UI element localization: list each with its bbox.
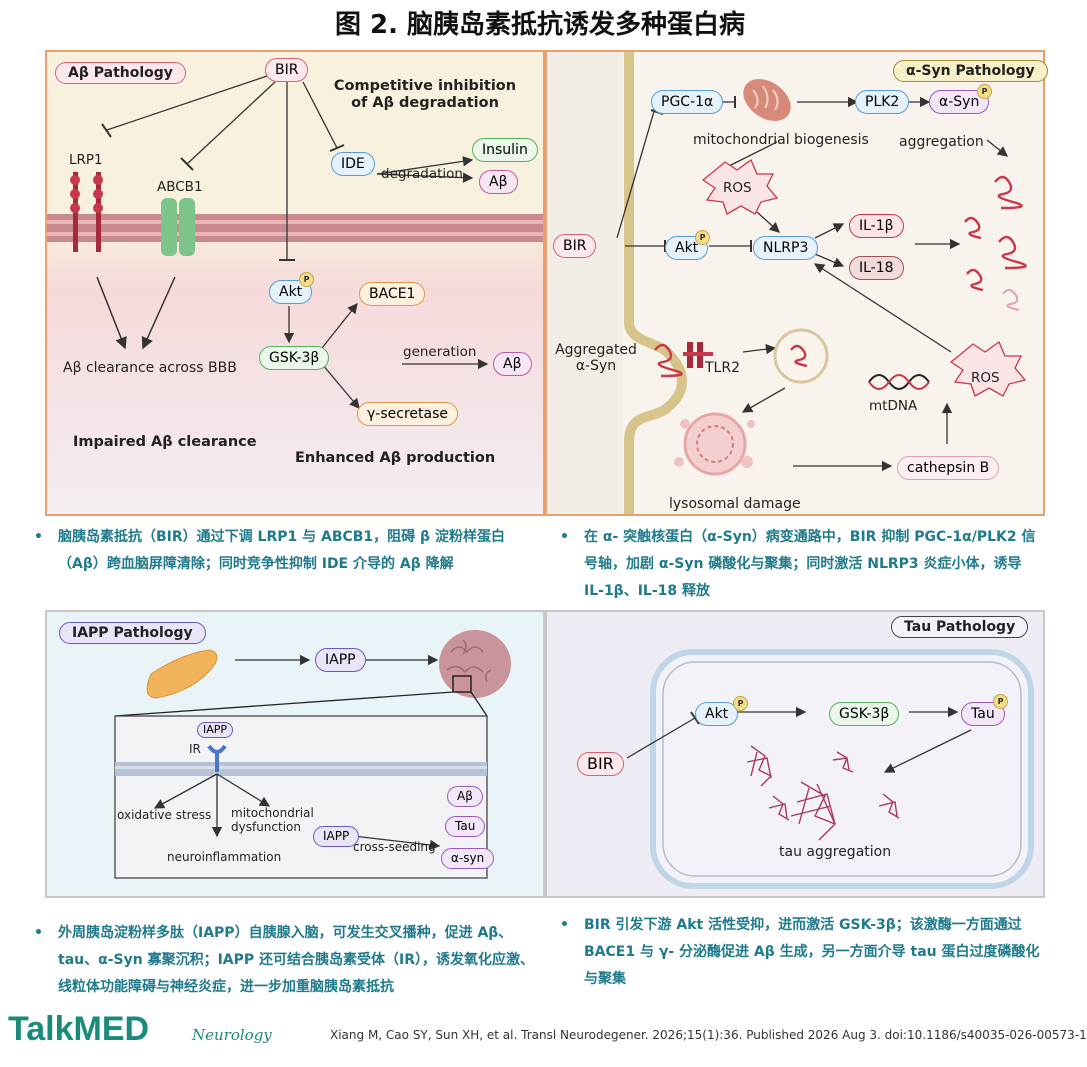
ide-node: IDE <box>331 152 375 176</box>
lysosomal-damage-label: lysosomal damage <box>669 496 801 512</box>
lrp1-label: LRP1 <box>69 152 103 168</box>
abeta-bir-node: BIR <box>265 58 309 82</box>
bullet-abeta: •脑胰岛素抵抗（BIR）通过下调 LRP1 与 ABCB1，阻碍 β 淀粉样蛋白… <box>34 529 505 572</box>
ros-label-1: ROS <box>723 180 752 196</box>
tau-akt-node: Akt <box>695 702 739 726</box>
mtdna-helix-shape <box>868 374 930 390</box>
aggregation-label: aggregation <box>899 134 984 150</box>
asyn-arrows <box>547 52 1027 514</box>
insulin-node: Insulin <box>472 138 538 162</box>
generation-label: generation <box>403 344 477 360</box>
bullet-asyn-text: 在 α- 突触核蛋白（α-Syn）病变通路中，BIR 抑制 PGC-1α/PLK… <box>584 529 1036 599</box>
mitochondrion-shape <box>743 79 791 121</box>
tau-aggregation-label: tau aggregation <box>779 844 892 860</box>
cell-membrane <box>47 214 543 242</box>
iapp-abeta-node: Aβ <box>447 786 483 807</box>
lrp1-receptor-shape <box>70 172 103 252</box>
abeta-panel: Aβ Pathology BIR Competitive inhibition … <box>45 50 545 516</box>
endosome-vesicle <box>773 328 829 384</box>
degradation-label: degradation <box>381 166 463 182</box>
journal-name: Neurology <box>192 1026 272 1044</box>
tau-bir-node: BIR <box>577 752 624 776</box>
tau-panel: Tau Pathology BIR Akt P GSK-3β Tau P tau… <box>545 610 1045 898</box>
bullet-tau: •BIR 引发下游 Akt 活性受抑，进而激活 GSK-3β；该激酶一方面通过 … <box>560 917 1040 987</box>
asyn-phospho-badge: P <box>977 84 992 99</box>
pgc1a-node: PGC-1α <box>651 90 724 114</box>
neuron-cell-outline <box>650 649 1034 889</box>
mtdna-label: mtDNA <box>869 398 918 414</box>
il18-node: IL-18 <box>849 256 904 280</box>
impaired-clearance-label: Impaired Aβ clearance <box>73 434 257 450</box>
asyn-panel-label: α-Syn Pathology <box>893 60 1048 82</box>
cross-seeding-label: cross-seeding <box>353 840 436 854</box>
iapp-arrows <box>114 630 511 879</box>
ros-burst-2 <box>949 341 1027 397</box>
abeta-node-1: Aβ <box>479 170 518 194</box>
asyn-bir-node: BIR <box>553 234 597 258</box>
tlr2-receptor-shape <box>683 342 713 368</box>
nlrp3-node: NLRP3 <box>753 236 819 260</box>
gsk3b-node: GSK-3β <box>259 346 330 370</box>
brain-shape <box>439 630 511 698</box>
mito-biogenesis-label: mitochondrial biogenesis <box>693 132 869 148</box>
bullet-iapp: •外周胰岛淀粉样多肽（IAPP）自胰腺入脑，可发生交叉播种，促进 Aβ、tau、… <box>34 925 535 995</box>
pancreas-shape <box>146 649 218 699</box>
tau-phospho-badge: P <box>993 694 1008 709</box>
tau-panel-label: Tau Pathology <box>891 616 1029 638</box>
neuroinflammation-label: neuroinflammation <box>167 850 282 864</box>
talkmed-logo: TalkMED <box>8 1010 150 1048</box>
figure-title: 图 2. 脑胰岛素抵抗诱发多种蛋白病 <box>334 10 746 40</box>
mito-dysfunction-label: mitochondrial dysfunction <box>231 806 314 834</box>
bullet-abeta-text: 脑胰岛素抵抗（BIR）通过下调 LRP1 与 ABCB1，阻碍 β 淀粉样蛋白（… <box>58 529 505 572</box>
akt-phospho-badge: P <box>299 272 314 287</box>
competitive-inhibition-label: Competitive inhibition of Aβ degradation <box>333 78 517 111</box>
abcb1-channel-shape <box>161 198 195 256</box>
akt-node: Akt <box>269 280 313 304</box>
tlr2-label: TLR2 <box>705 360 740 376</box>
iapp-node: IAPP <box>315 648 366 672</box>
iapp-tau-node: Tau <box>445 816 486 837</box>
asyn-panel: α-Syn Pathology PGC-1α PLK2 α-Syn P mito… <box>545 50 1048 516</box>
asyn-akt-phospho-badge: P <box>695 230 710 245</box>
il1b-node: IL-1β <box>849 214 904 238</box>
aggregated-asyn-label: Aggregated α-Syn <box>555 342 637 374</box>
tau-akt-phospho-badge: P <box>733 696 748 711</box>
enhanced-production-label: Enhanced Aβ production <box>295 450 496 466</box>
ros-label-2: ROS <box>971 370 1000 386</box>
cathepsin-b-node: cathepsin B <box>897 456 1000 480</box>
oxidative-stress-label: oxidative stress <box>117 808 212 822</box>
abeta-panel-label: Aβ Pathology <box>55 62 186 84</box>
bullet-iapp-text: 外周胰岛淀粉样多肽（IAPP）自胰腺入脑，可发生交叉播种，促进 Aβ、tau、α… <box>58 925 535 995</box>
iapp-small-node: IAPP <box>197 722 234 738</box>
abcb1-label: ABCB1 <box>157 179 203 195</box>
ir-label: IR <box>189 742 201 756</box>
bace1-node: BACE1 <box>359 282 426 306</box>
tau-arrows <box>626 649 1034 889</box>
abeta-arrows <box>47 75 543 409</box>
cell-membrane-curve <box>624 52 687 514</box>
tau-node: Tau <box>961 702 1005 726</box>
asyn-aggregates <box>654 175 1027 378</box>
gamma-secretase-node: γ-secretase <box>357 402 458 426</box>
tau-gsk3b-node: GSK-3β <box>829 702 900 726</box>
damaged-lysosome-shape <box>674 412 755 476</box>
iapp-asyn-node: α-syn <box>441 848 495 869</box>
bullet-tau-text: BIR 引发下游 Akt 活性受抑，进而激活 GSK-3β；该激酶一方面通过 B… <box>584 917 1040 987</box>
abeta-clearance-label: Aβ clearance across BBB <box>63 360 237 376</box>
bullet-asyn: •在 α- 突触核蛋白（α-Syn）病变通路中，BIR 抑制 PGC-1α/PL… <box>560 529 1036 599</box>
plk2-node: PLK2 <box>855 90 910 114</box>
ros-burst-1 <box>701 159 779 215</box>
iapp-panel: IAPP Pathology IAPP IAPP IR oxidative st… <box>45 610 545 898</box>
iapp-panel-label: IAPP Pathology <box>59 622 206 644</box>
citation-text: Xiang M, Cao SY, Sun XH, et al. Transl N… <box>330 1028 1087 1042</box>
tau-tangles <box>746 745 900 841</box>
abeta-node-2: Aβ <box>493 352 532 376</box>
iapp-cross-node: IAPP <box>313 826 360 847</box>
